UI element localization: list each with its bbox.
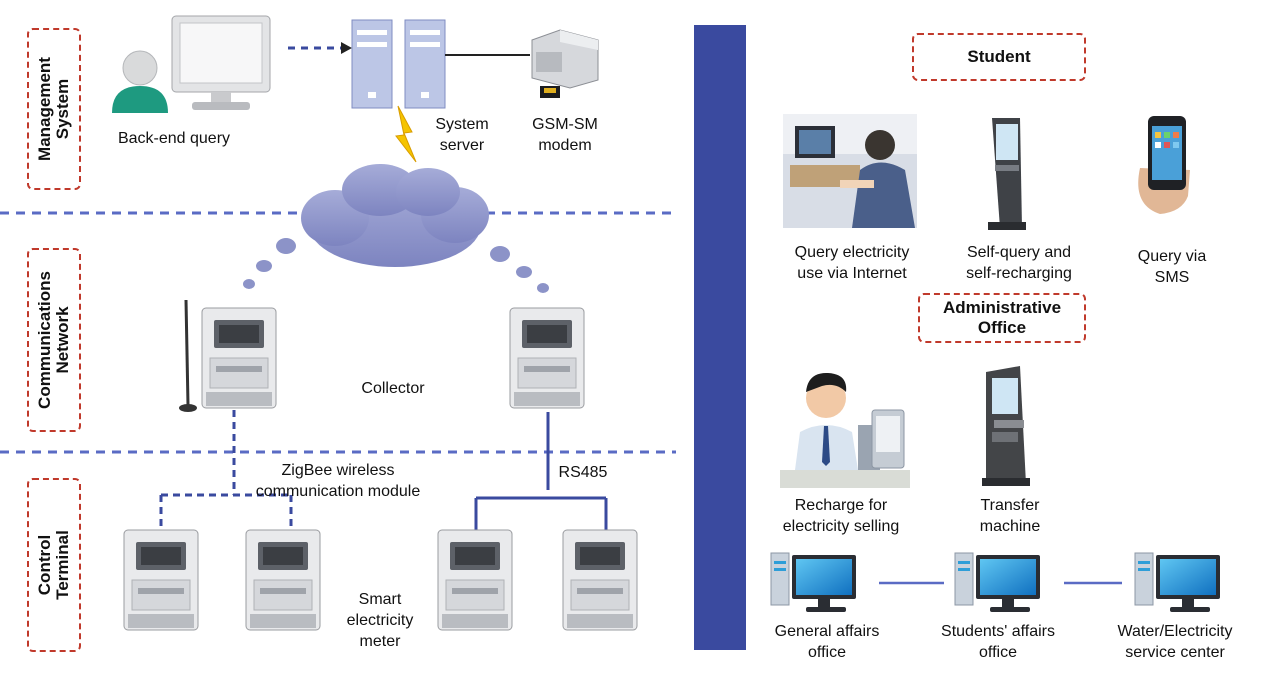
- smart-meter-icon: [123, 529, 199, 631]
- smartphone-icon: [1138, 116, 1190, 214]
- collector-label: Collector: [361, 380, 425, 397]
- smart-meter-icon: [245, 529, 321, 631]
- lightning-icon: [395, 105, 417, 163]
- transfer-machine-icon: [982, 366, 1030, 486]
- user-icon: [112, 50, 168, 113]
- pc-icon: [954, 552, 1041, 613]
- pc-icon: [770, 552, 857, 613]
- smart-meter-icon: [562, 529, 638, 631]
- zigbee-wiring: [159, 410, 293, 530]
- rs485-label: RS485: [558, 464, 608, 481]
- server-icon: [351, 19, 446, 109]
- pc-icon: [1134, 552, 1221, 613]
- backend-query-label: Back-end query: [117, 130, 231, 147]
- monitor-icon: [171, 15, 271, 110]
- cloud-icon: [301, 164, 489, 267]
- smart-meter-icon: [437, 529, 513, 631]
- section-label: Terminal: [53, 530, 72, 600]
- arrow-icon: [341, 42, 352, 54]
- section-label: Management: [35, 57, 54, 161]
- internet-user-photo: [783, 114, 917, 228]
- section-label: Communications: [35, 271, 54, 409]
- section-label: Control: [35, 534, 54, 596]
- student-heading: Student: [912, 33, 1086, 81]
- collector-right-icon: [509, 307, 585, 409]
- center-divider-bar: [694, 25, 746, 650]
- cashier-icon: [780, 372, 910, 488]
- collector-left-icon: [179, 299, 277, 412]
- cloud-trail-left: [243, 238, 296, 289]
- section-label: Network: [53, 306, 72, 374]
- gsm-modem-icon: [531, 29, 599, 98]
- rs485-wiring: [474, 412, 608, 530]
- kiosk-icon: [988, 118, 1026, 230]
- cloud-trail-right: [490, 246, 549, 293]
- section-label: System: [53, 78, 72, 140]
